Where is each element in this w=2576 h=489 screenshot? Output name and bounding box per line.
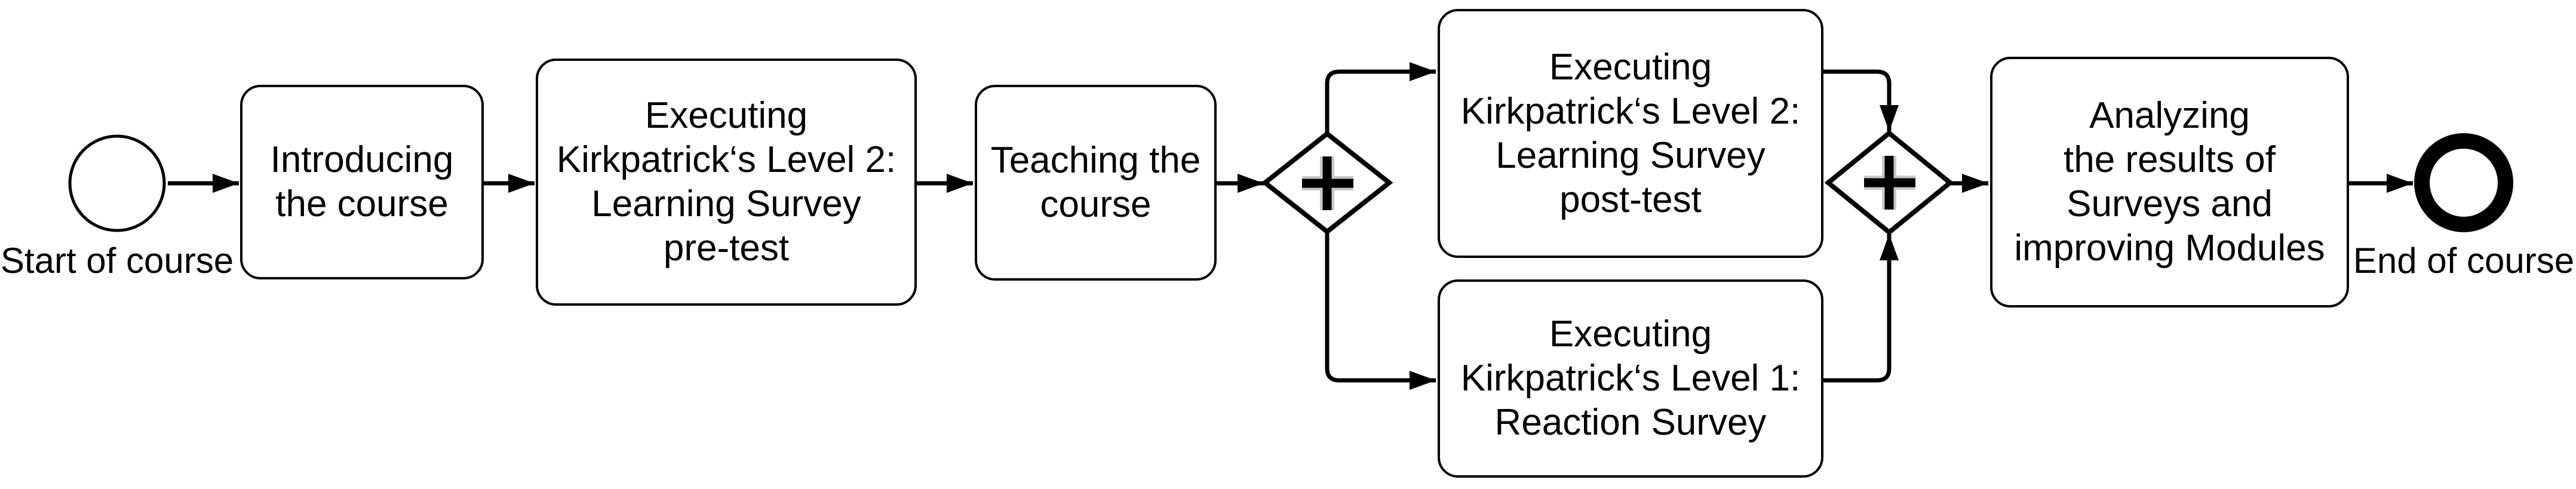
start-event-label: Start of course — [0, 241, 234, 281]
task-label: Teaching the course — [990, 140, 1201, 225]
start-event-circle — [68, 134, 166, 232]
end-event-circle — [2414, 133, 2513, 232]
flow-posttest-to-join-gateway — [1823, 69, 1899, 131]
task-label: Analyzing the results of Surveys and imp… — [2014, 95, 2325, 269]
task-label: Executing Kirkpatrick‘s Level 2: Learnin… — [556, 95, 896, 269]
flow-reaction-to-join-gateway — [1823, 234, 1899, 383]
task-learning-survey-posttest: Executing Kirkpatrick‘s Level 2: Learnin… — [1438, 9, 1823, 258]
end-event-label: End of course — [2353, 241, 2575, 281]
task-label: Executing Kirkpatrick‘s Level 1: Reactio… — [1460, 313, 1801, 443]
task-label: Executing Kirkpatrick‘s Level 2: Learnin… — [1460, 46, 1801, 220]
flow-split-gateway-to-reaction — [1325, 230, 1436, 390]
task-teaching-the-course: Teaching the course — [975, 85, 1217, 281]
parallel-plus-icon — [1864, 156, 1915, 210]
parallel-plus-icon — [1302, 156, 1353, 210]
flow-split-gateway-to-posttest — [1325, 62, 1436, 135]
task-introducing-the-course: Introducing the course — [240, 85, 484, 279]
task-learning-survey-pretest: Executing Kirkpatrick‘s Level 2: Learnin… — [536, 59, 917, 306]
task-label: Introducing the course — [270, 139, 454, 224]
task-reaction-survey: Executing Kirkpatrick‘s Level 1: Reactio… — [1438, 279, 1823, 478]
task-analyzing-results: Analyzing the results of Surveys and imp… — [1990, 57, 2349, 307]
